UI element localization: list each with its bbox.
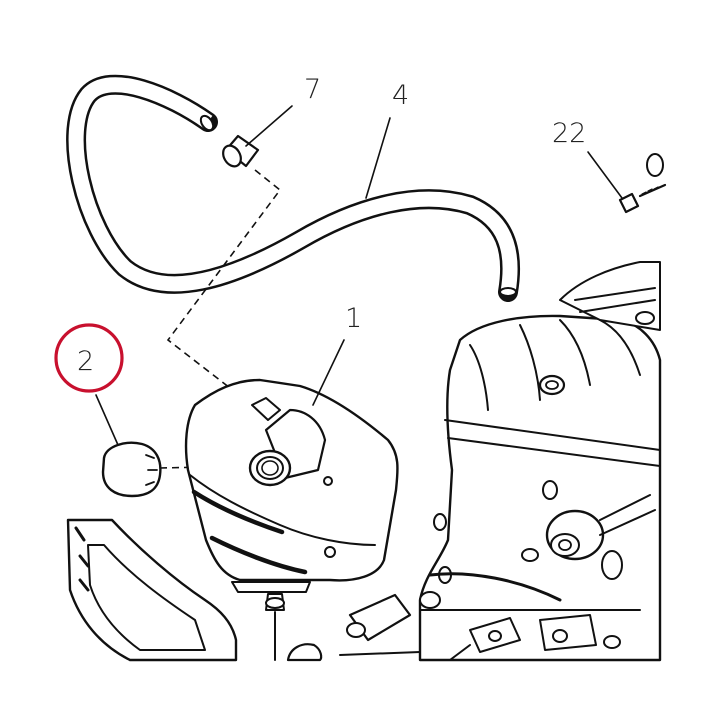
- breather-hose: [66, 74, 521, 302]
- assembly-guide-lines: [159, 169, 282, 469]
- bolt: [618, 183, 667, 214]
- highlight-circle: [54, 323, 124, 393]
- callout-2: 2: [77, 346, 94, 377]
- leader-lines: [95, 105, 623, 446]
- bottom-fitting: [286, 643, 323, 662]
- callout-22: 22: [552, 118, 586, 149]
- hose-clip: [222, 134, 260, 168]
- engine-assembly: [339, 153, 664, 662]
- callout-1: 1: [345, 303, 362, 334]
- mounting-bracket: [66, 518, 238, 662]
- callout-7: 7: [304, 74, 321, 105]
- filler-cap: [101, 441, 162, 498]
- expansion-tank: [184, 378, 399, 661]
- callout-4: 4: [392, 80, 409, 111]
